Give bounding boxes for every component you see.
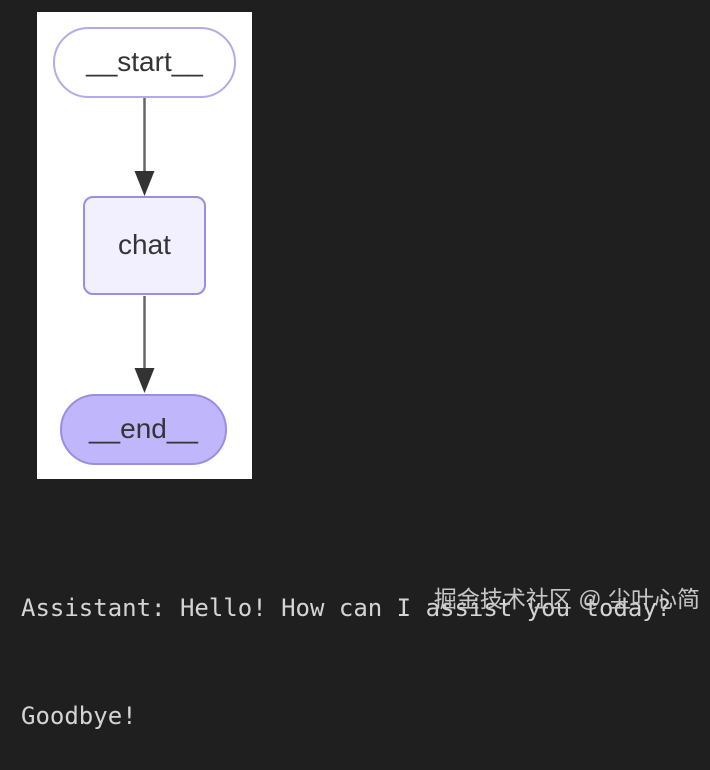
goodbye-line: Goodbye!	[21, 702, 137, 730]
node-chat-label: chat	[118, 229, 171, 261]
node-start-label: __start__	[86, 46, 203, 78]
node-end: __end__	[60, 394, 227, 465]
edge-chat-to-end-arrowhead-icon	[134, 368, 155, 393]
graph-edges	[134, 98, 155, 393]
watermark: 掘金技术社区 @ 尘叶心简	[433, 586, 700, 612]
assistant-reply-line: Assistant: Hello! How can I assist you t…	[21, 594, 672, 622]
node-chat: chat	[83, 196, 206, 295]
node-start: __start__	[53, 27, 236, 98]
node-end-label: __end__	[88, 413, 198, 445]
edge-start-to-chat-arrowhead-icon	[134, 171, 155, 196]
graph-diagram-panel: __start__ chat __end__	[37, 12, 252, 479]
console-output: Assistant: Hello! How can I assist you t…	[21, 518, 671, 770]
